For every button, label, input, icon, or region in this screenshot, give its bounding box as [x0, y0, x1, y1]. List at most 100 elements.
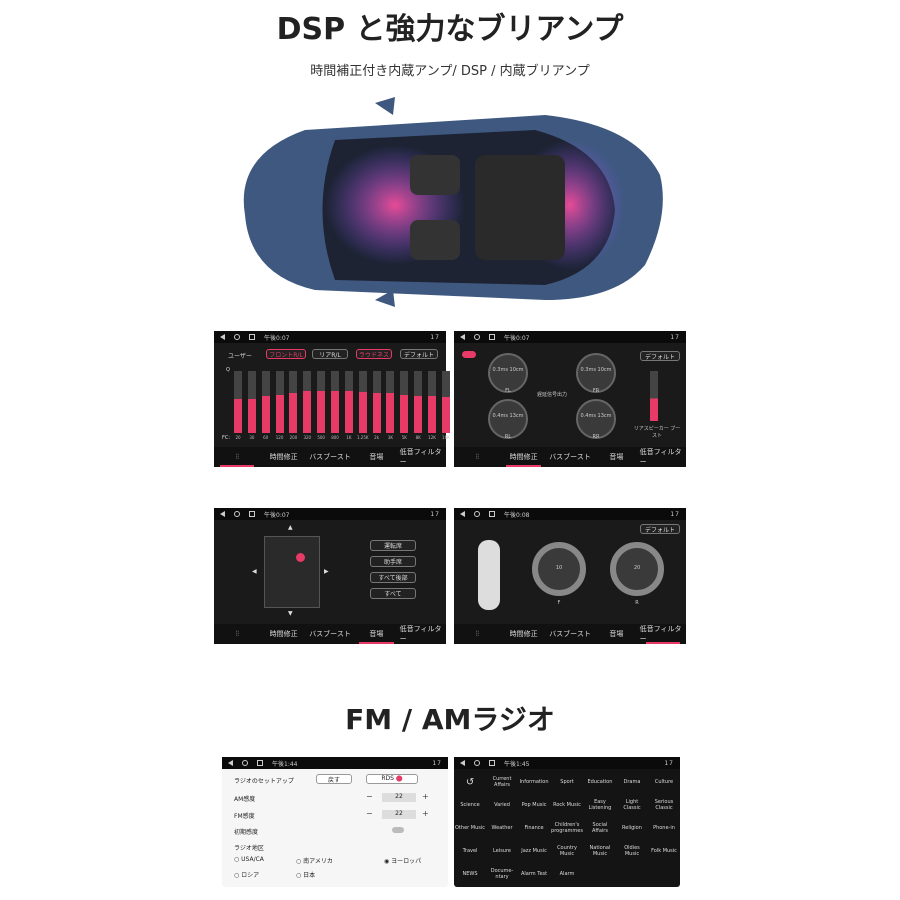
tab-bass-boost[interactable]: バスブースト [309, 453, 351, 461]
fm-value[interactable]: 22 [382, 810, 416, 819]
fr-dial[interactable] [576, 353, 616, 393]
toggle-switch[interactable] [462, 351, 476, 358]
init-toggle[interactable] [392, 827, 404, 833]
tab-sound-field[interactable]: 音場 [609, 453, 624, 461]
eq-band-3[interactable] [275, 371, 284, 433]
all-button[interactable]: すべて [370, 588, 416, 599]
genre-item[interactable]: Information [519, 778, 549, 785]
region-russia[interactable]: ○ ロシア [234, 872, 260, 879]
loudness-button[interactable]: ラウドネス [356, 349, 392, 359]
eq-band-0[interactable] [234, 371, 242, 433]
eq-band-13[interactable] [414, 371, 423, 433]
genre-item[interactable]: Culture [654, 778, 674, 785]
region-europe[interactable]: ◉ ヨーロッパ [384, 858, 422, 865]
genre-item[interactable]: Phone-in [653, 824, 675, 831]
genre-item[interactable]: Jazz Music [521, 847, 547, 854]
user-label[interactable]: ユーザー [228, 353, 252, 360]
eq-band-5[interactable] [303, 371, 312, 433]
genre-item[interactable]: Varied [494, 801, 510, 808]
genre-item[interactable]: Easy Listening [588, 799, 612, 811]
left-arrow-icon[interactable]: ◀ [252, 568, 257, 575]
genre-item[interactable]: Science [460, 801, 480, 808]
tab-time-correction[interactable]: 時間修正 [509, 630, 538, 638]
eq-band-8[interactable] [344, 371, 353, 433]
region-usa[interactable]: ○ USA/CA [234, 856, 264, 863]
all-rear-button[interactable]: すべて後部 [370, 572, 416, 583]
genre-item[interactable]: Current Affairs [492, 776, 512, 788]
minus-icon[interactable]: − [366, 792, 373, 801]
tab-eq[interactable]: ⫶⫶ [214, 624, 260, 644]
eq-band-14[interactable] [428, 371, 437, 433]
plus-icon[interactable]: + [422, 809, 429, 818]
genre-item[interactable]: NEWS [462, 870, 478, 877]
up-arrow-icon[interactable]: ▲ [288, 524, 293, 531]
genre-item[interactable]: Religion [622, 824, 642, 831]
genre-item[interactable]: Alarm [559, 870, 575, 877]
tab-bass-boost[interactable]: バスブースト [309, 630, 351, 638]
down-arrow-icon[interactable]: ▼ [288, 610, 293, 617]
genre-item[interactable]: Drama [623, 778, 641, 785]
genre-item[interactable]: Pop Music [521, 801, 547, 808]
tab-bass-boost[interactable]: バスブースト [549, 630, 591, 638]
genre-item[interactable]: Finance [524, 824, 544, 831]
genre-item[interactable]: Leisure [493, 847, 511, 854]
genre-item[interactable]: Education [587, 778, 613, 785]
rds-button[interactable]: RDS ⬤ [366, 774, 418, 784]
eq-band-12[interactable] [400, 371, 409, 433]
eq-band-10[interactable] [372, 371, 381, 433]
genre-item[interactable]: Oldies Music [624, 845, 640, 857]
genre-item[interactable]: Alarm Test [520, 870, 548, 877]
rear-gauge[interactable] [610, 542, 664, 596]
tab-time-correction[interactable]: 時間修正 [269, 630, 298, 638]
rear-rl-button[interactable]: リアR/L [312, 349, 348, 359]
back-icon[interactable]: ↺ [465, 777, 475, 788]
tab-sound-field[interactable]: 音場 [369, 453, 384, 461]
eq-band-15[interactable] [441, 371, 450, 433]
driver-seat-button[interactable]: 運転席 [370, 540, 416, 551]
tab-bass-filter[interactable]: 低音フィルター [399, 625, 442, 643]
eq-band-4[interactable] [289, 371, 298, 433]
front-rl-button[interactable]: フロントR/L [266, 349, 306, 359]
genre-item[interactable]: Folk Music [651, 847, 677, 854]
genre-item[interactable]: Other Music [455, 824, 486, 831]
genre-item[interactable]: Sport [560, 778, 574, 785]
eq-band-11[interactable] [386, 371, 395, 433]
tab-bass-filter[interactable]: 低音フィルター [399, 448, 442, 466]
genre-item[interactable]: Children's programmes [551, 822, 583, 834]
tab-bass-filter[interactable]: 低音フィルター [639, 448, 682, 466]
region-south-america[interactable]: ○ 南アメリカ [296, 858, 333, 865]
genre-item[interactable]: Serious Classic [654, 799, 674, 811]
am-value[interactable]: 22 [382, 793, 416, 802]
default-button[interactable]: デフォルト [400, 349, 438, 359]
default-button[interactable]: デフォルト [640, 524, 680, 534]
tab-eq[interactable]: ⫶⫶ [454, 447, 500, 467]
focus-point[interactable] [296, 553, 305, 562]
genre-item[interactable]: Weather [491, 824, 513, 831]
eq-band-9[interactable] [358, 371, 367, 433]
eq-bars[interactable] [234, 371, 450, 433]
tab-sound-field[interactable]: 音場 [353, 624, 399, 644]
genre-item[interactable]: Social Affairs [591, 822, 608, 834]
eq-band-1[interactable] [247, 371, 256, 433]
tab-time-correction[interactable]: 時間修正 [500, 447, 546, 467]
eq-band-7[interactable] [331, 371, 340, 433]
rear-boost-slider[interactable] [650, 371, 658, 421]
front-gauge[interactable] [532, 542, 586, 596]
eq-band-6[interactable] [317, 371, 326, 433]
passenger-seat-button[interactable]: 助手席 [370, 556, 416, 567]
genre-item[interactable]: National Music [589, 845, 611, 857]
tab-time-correction[interactable]: 時間修正 [269, 453, 298, 461]
tab-eq[interactable]: ⫶⫶ [454, 624, 500, 644]
region-japan[interactable]: ○ 日本 [296, 872, 316, 879]
eq-band-2[interactable] [261, 371, 270, 433]
genre-item[interactable]: Docume-ntary [490, 868, 514, 880]
seat-map[interactable] [264, 536, 320, 608]
plus-icon[interactable]: + [422, 792, 429, 801]
rl-dial[interactable] [488, 399, 528, 439]
right-arrow-icon[interactable]: ▶ [324, 568, 329, 575]
back-button[interactable]: 戻す [316, 774, 352, 784]
genre-item[interactable]: Light Classic [623, 799, 641, 811]
tab-eq[interactable]: ⫶⫶ [214, 447, 260, 467]
tab-bass-filter[interactable]: 低音フィルター [640, 624, 686, 644]
rr-dial[interactable] [576, 399, 616, 439]
